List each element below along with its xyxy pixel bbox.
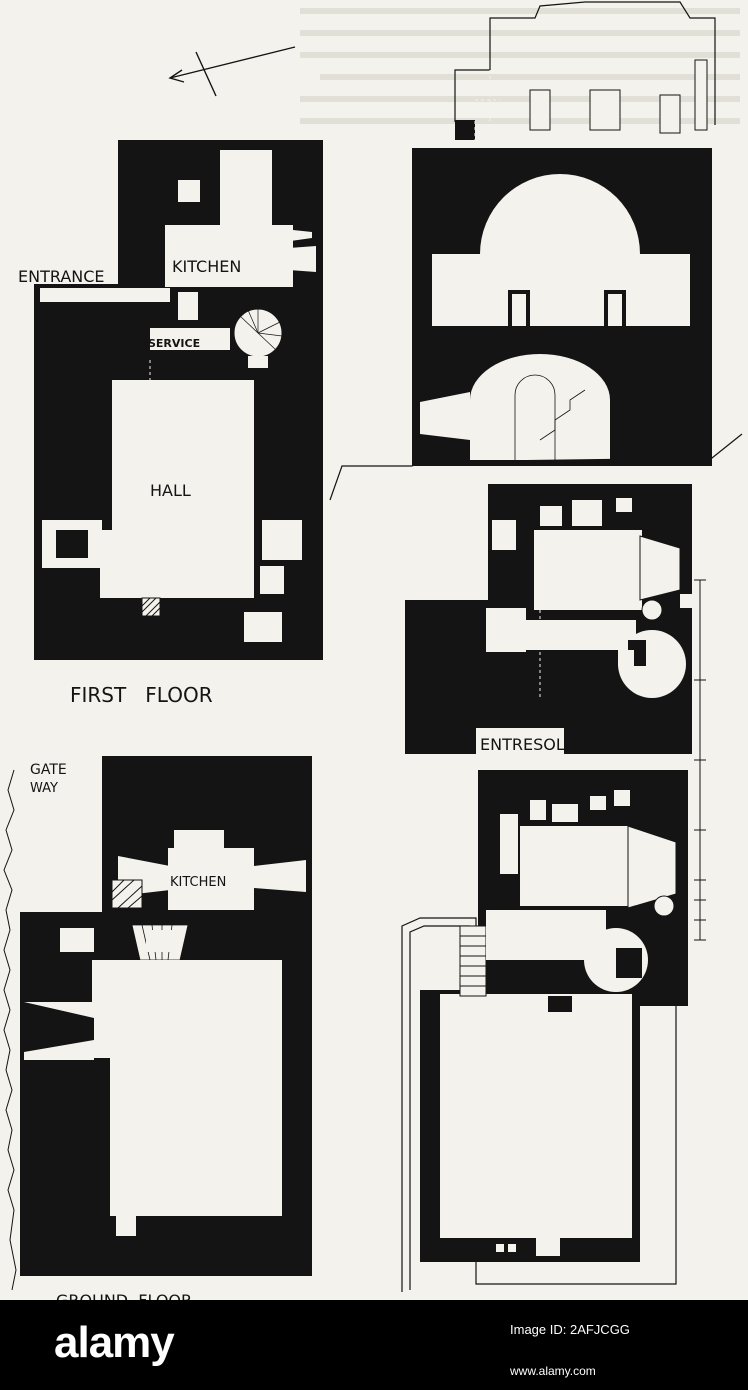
kitchen-label-first-floor: KITCHEN <box>172 257 241 276</box>
hall-label: HALL <box>150 481 191 500</box>
wall-edge-line <box>3 769 17 1291</box>
entrance-label: ENTRANCE <box>18 267 105 286</box>
way-label: WAY <box>30 781 58 796</box>
footer-url[interactable]: www.alamy.com <box>510 1364 596 1378</box>
alamy-logo: alamy <box>54 1318 175 1367</box>
upper-floor-plan <box>401 770 688 1292</box>
image-id: Image ID: 2AFJCGG <box>510 1320 730 1337</box>
ground-floor-caption: GROUND FLOOR <box>56 1291 192 1300</box>
service-label: SERVICE <box>148 337 200 350</box>
plan-plate: ENTRANCE KITCHEN SERVICE HALL FIRST FLOO… <box>3 1 743 1300</box>
kitchen-label-ground-floor: KITCHEN <box>170 875 226 890</box>
image-id-value: Image ID: 2AFJCGG <box>510 1322 630 1337</box>
first-floor-caption: FIRST FLOOR <box>70 683 213 707</box>
stock-footer: alamy Image ID: 2AFJCGG www.alamy.com <box>0 1300 748 1390</box>
gate-label: GATE <box>30 762 67 778</box>
first-floor-plan <box>34 140 323 660</box>
entresol-label: ENTRESOL <box>480 735 565 754</box>
entresol-plan <box>405 484 692 754</box>
section-elevation <box>329 1 743 501</box>
scale-bar <box>694 579 706 941</box>
ground-floor-plan <box>20 756 312 1276</box>
north-arrow-icon <box>168 46 296 97</box>
